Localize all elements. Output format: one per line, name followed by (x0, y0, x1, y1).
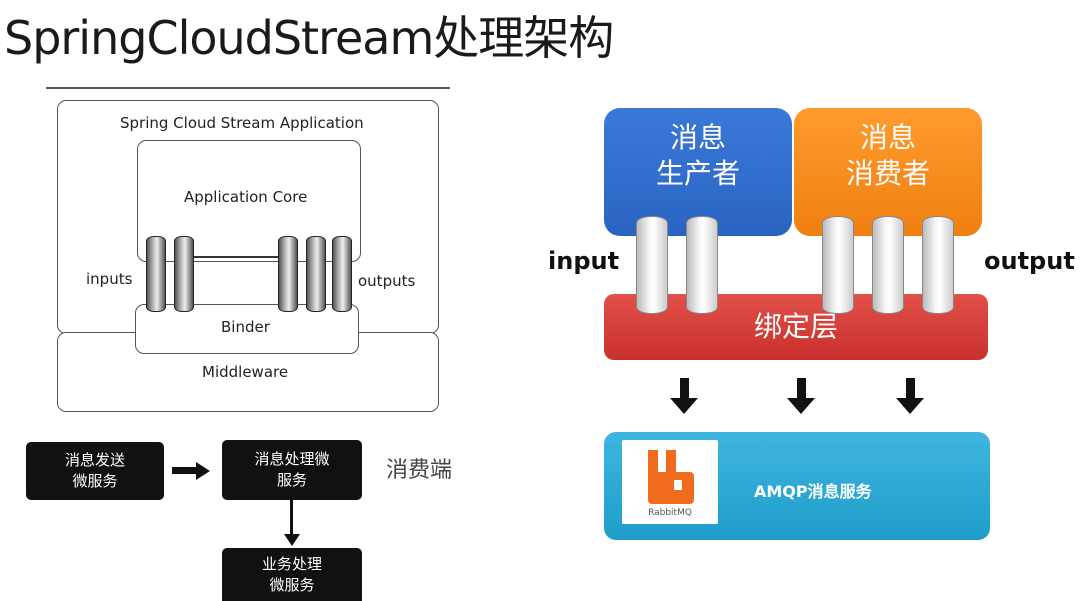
input-channel-cylinder (174, 236, 194, 312)
binder-layer-label: 绑定层 (753, 310, 838, 343)
title-underline (46, 87, 450, 89)
business-processing-service-box: 业务处理 微服务 (222, 548, 362, 601)
message-consumer-box: 消息 消费者 (794, 108, 982, 236)
output-channel-cylinder (922, 216, 954, 314)
rabbitmq-label: RabbitMQ (648, 508, 692, 518)
input-label: input (548, 247, 620, 275)
output-label: output (984, 247, 1075, 275)
output-channel-cylinder (332, 236, 352, 312)
input-channel-cylinder (636, 216, 668, 314)
arrow-down-icon (284, 534, 300, 546)
processor-label-line2: 服务 (276, 471, 307, 489)
binder-label: Binder (221, 318, 270, 336)
processor-label-line1: 消息处理微 (254, 450, 330, 468)
rabbitmq-icon (648, 450, 694, 504)
arrow-down-stem (906, 378, 915, 400)
consumer-label-line1: 消息 (859, 121, 916, 154)
binder-box (135, 304, 359, 354)
input-channel-cylinder (146, 236, 166, 312)
output-channel-cylinder (306, 236, 326, 312)
channel-line-top (186, 256, 286, 258)
outputs-label: outputs (358, 272, 416, 290)
input-channel-cylinder (686, 216, 718, 314)
application-core-label: Application Core (184, 188, 308, 206)
arrow-down-icon (787, 398, 815, 414)
arrow-down-stem (680, 378, 689, 400)
business-label-line2: 微服务 (269, 575, 315, 594)
inputs-label: inputs (86, 270, 133, 288)
middleware-label: Middleware (202, 363, 289, 381)
arrow-down-icon (896, 398, 924, 414)
producer-label-line2: 生产者 (655, 157, 740, 190)
message-processor-service-box: 消息处理微 服务 (222, 440, 362, 500)
rabbitmq-logo: RabbitMQ (622, 440, 718, 524)
message-sender-service-box: 消息发送 微服务 (26, 442, 164, 500)
page-title: SpringCloudStream处理架构 (4, 11, 614, 65)
consumer-side-label: 消费端 (386, 458, 453, 483)
arrow-down-icon (670, 398, 698, 414)
amqp-label: AMQP消息服务 (754, 482, 872, 501)
arrow-down-stem (797, 378, 806, 400)
producer-label-line1: 消息 (669, 121, 726, 154)
output-channel-cylinder (822, 216, 854, 314)
output-channel-cylinder (872, 216, 904, 314)
output-channel-cylinder (278, 236, 298, 312)
application-label: Spring Cloud Stream Application (120, 114, 364, 132)
arrow-right-stem (172, 467, 198, 474)
sender-label-line2: 微服务 (72, 472, 118, 490)
arrow-down-stem (290, 500, 293, 538)
sender-label-line1: 消息发送 (64, 451, 125, 469)
business-label-line1: 业务处理 (261, 554, 322, 573)
message-producer-box: 消息 生产者 (604, 108, 792, 236)
arrow-right-icon (196, 462, 210, 480)
consumer-label-line2: 消费者 (845, 157, 930, 190)
